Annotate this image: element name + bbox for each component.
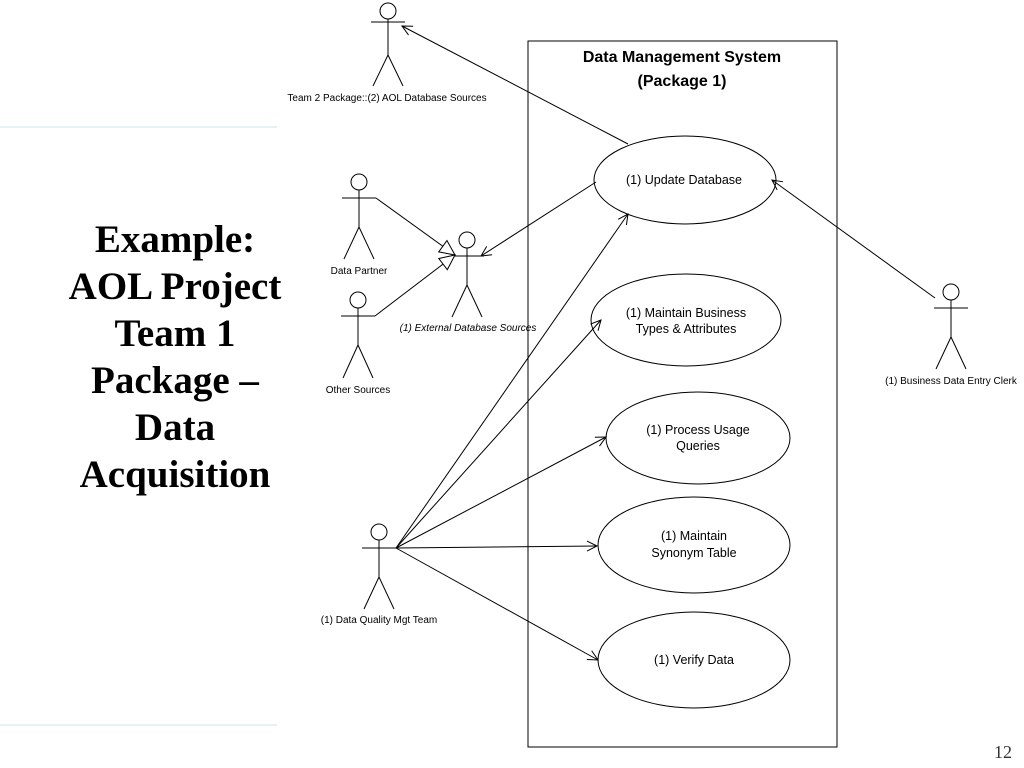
- slide-title-line: Acquisition: [79, 453, 271, 496]
- actor-head: [942, 283, 960, 301]
- slide-number: 12: [994, 742, 1012, 762]
- association-update-to-team2: [402, 26, 629, 145]
- actor-leg-right: [358, 226, 375, 260]
- actor-label-business-data-entry-clerk: (1) Business Data Entry Clerk: [885, 376, 1018, 387]
- actor-leg-left: [363, 576, 380, 610]
- slide-title: Example: AOL Project Team 1 Package – Da…: [50, 216, 300, 498]
- actor-team2-aol-database-sources[interactable]: [371, 2, 405, 87]
- actor-head: [350, 173, 368, 191]
- use-case-process-usage-queries[interactable]: (1) Process Usage Queries: [605, 391, 791, 485]
- actor-other-sources[interactable]: [341, 291, 375, 379]
- generalization-data-partner: [375, 197, 456, 256]
- actor-head: [349, 291, 367, 309]
- slide-title-line: Data: [134, 406, 216, 449]
- actor-external-database-sources[interactable]: [450, 231, 484, 318]
- system-boundary: [527, 40, 838, 748]
- use-case-verify-data[interactable]: (1) Verify Data: [597, 611, 791, 709]
- actor-leg-left: [372, 54, 389, 87]
- slide-title-line: Team 1: [114, 312, 236, 355]
- actor-label-external-database-sources: (1) External Database Sources: [400, 323, 537, 334]
- actor-leg-right: [466, 284, 483, 318]
- use-case-ellipse: [590, 273, 782, 367]
- actor-label-team2: Team 2 Package::(2) AOL Database Sources: [287, 93, 486, 104]
- use-case-label: (1) Maintain Business: [626, 306, 746, 320]
- actor-data-partner[interactable]: [342, 173, 376, 260]
- actor-leg-right: [387, 54, 404, 87]
- use-case-label: (1) Verify Data: [654, 653, 734, 667]
- actor-head: [458, 231, 476, 249]
- use-case-label: Synonym Table: [651, 546, 736, 560]
- actor-leg-left: [451, 284, 468, 318]
- actor-label-other-sources: Other Sources: [326, 385, 390, 396]
- use-case-ellipse: [597, 496, 791, 594]
- slide-title-line: AOL Project: [68, 265, 282, 308]
- use-case-label: (1) Process Usage: [646, 423, 750, 437]
- actor-leg-left: [935, 336, 952, 370]
- use-case-label: Queries: [676, 439, 720, 453]
- use-case-update-database[interactable]: (1) Update Database: [593, 135, 777, 225]
- use-case-maintain-synonym-table[interactable]: (1) Maintain Synonym Table: [597, 496, 791, 594]
- actor-head: [379, 2, 397, 20]
- slide-title-line: Example:: [94, 218, 256, 261]
- use-case-maintain-business-types[interactable]: (1) Maintain Business Types & Attributes: [590, 273, 782, 367]
- association-clerk-to-update: [772, 180, 936, 299]
- actor-leg-left: [343, 226, 360, 260]
- actor-leg-right: [950, 336, 967, 370]
- association-dq-to-synonym-table: [395, 546, 597, 548]
- association-dq-to-update: [395, 214, 628, 549]
- association-dq-to-process-queries: [395, 437, 606, 549]
- actor-leg-right: [378, 576, 395, 610]
- actor-label-data-quality-mgt-team: (1) Data Quality Mgt Team: [321, 615, 438, 626]
- system-title-line1: Data Management System: [583, 49, 781, 66]
- system-title-line2: (Package 1): [638, 73, 727, 90]
- use-case-label: (1) Update Database: [626, 173, 742, 187]
- use-case-ellipse: [605, 391, 791, 485]
- actor-leg-left: [342, 344, 359, 379]
- association-dq-to-verify-data: [395, 547, 598, 660]
- actor-business-data-entry-clerk[interactable]: [934, 283, 968, 370]
- actor-leg-right: [357, 344, 374, 379]
- generalization-other-sources: [374, 254, 456, 317]
- actor-data-quality-mgt-team[interactable]: [362, 523, 396, 610]
- use-case-label: (1) Maintain: [661, 529, 727, 543]
- use-case-label: Types & Attributes: [636, 322, 737, 336]
- slide-title-line: Package –: [91, 359, 259, 402]
- actor-label-data-partner: Data Partner: [331, 266, 388, 277]
- association-update-to-external: [481, 181, 597, 256]
- association-dq-to-maintain-business: [395, 320, 601, 549]
- actor-head: [370, 523, 388, 541]
